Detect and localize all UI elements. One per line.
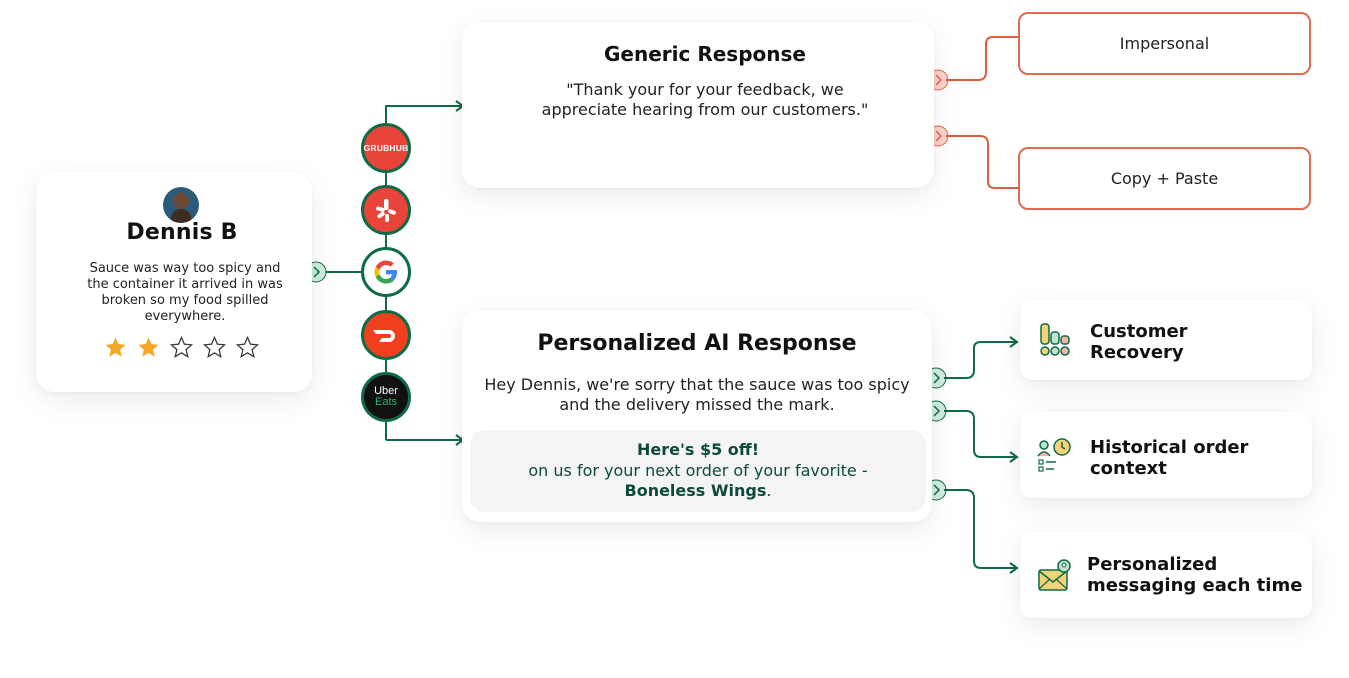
offer-box	[470, 430, 926, 512]
offer-title: Here's $5 off!	[636, 440, 760, 459]
offer-text: Here's $5 off! on us for your next order…	[470, 440, 926, 502]
connector-recovery	[944, 341, 1016, 379]
doordash-logo-icon	[361, 310, 411, 360]
ubereats-label-top: Uber	[374, 385, 398, 397]
star-rating	[104, 336, 259, 359]
generic-response-card	[462, 22, 934, 188]
outcome-impersonal-label: Impersonal	[1119, 34, 1210, 53]
feature-history-line2: context	[1090, 457, 1167, 479]
grubhub-logo-icon: GRUBHUB	[361, 123, 411, 173]
feature-history-label: Historical order context	[1090, 437, 1249, 479]
grubhub-label: GRUBHUB	[363, 143, 409, 153]
generic-response-text: "Thank your for your feedback, we apprec…	[541, 80, 869, 119]
avatar	[163, 187, 199, 223]
outcome-copy-paste-label: Copy + Paste	[1110, 169, 1219, 188]
feature-history-line1: Historical order	[1090, 437, 1249, 458]
connector-impersonal	[946, 36, 1018, 81]
feature-messaging-label: Personalized messaging each time	[1087, 554, 1303, 596]
star-empty-icon	[236, 336, 259, 359]
personalized-response-title: Personalized AI Response	[537, 331, 857, 356]
feature-messaging-line1: Personalized	[1087, 554, 1218, 575]
star-filled-icon	[138, 337, 159, 357]
star-filled-icon	[105, 337, 126, 357]
outcome-copy-paste: Copy + Paste	[1018, 147, 1311, 210]
order-history-icon	[1037, 438, 1071, 472]
outcome-impersonal: Impersonal	[1018, 12, 1311, 75]
yelp-logo-icon	[361, 185, 411, 235]
google-g-icon	[374, 260, 397, 284]
feature-personalized-messaging	[1020, 532, 1312, 618]
ubereats-label-bottom: Eats	[374, 396, 397, 408]
envelope-icon	[1038, 559, 1071, 591]
review-text: Sauce was way too spicy and the containe…	[87, 261, 283, 324]
feature-recovery-line2: Recovery	[1090, 341, 1184, 363]
connector-copy-paste	[946, 135, 1018, 189]
ubereats-logo-icon: Uber Eats	[361, 372, 411, 422]
connector-messaging	[944, 489, 1016, 569]
doordash-dash-icon	[373, 330, 395, 342]
star-empty-icon	[203, 336, 226, 359]
connector-history	[944, 410, 1016, 458]
yelp-burst-icon	[376, 199, 396, 222]
offer-line: on us for your next order of your favori…	[528, 460, 868, 480]
feature-historical-order	[1020, 412, 1312, 498]
feature-messaging-line2: messaging each time	[1087, 574, 1303, 596]
star-empty-icon	[170, 336, 193, 359]
feature-recovery-line1: Customer	[1090, 321, 1188, 342]
offer-item: Boneless Wings	[624, 481, 767, 500]
reviewer-name: Dennis B	[126, 220, 238, 245]
google-logo-icon	[361, 247, 411, 297]
personalized-response-text: Hey Dennis, we're sorry that the sauce w…	[484, 375, 910, 414]
offer-end: .	[766, 481, 772, 500]
bar-chart-icon	[1040, 323, 1070, 356]
generic-response-title: Generic Response	[604, 42, 806, 66]
feature-recovery-label: Customer Recovery	[1090, 321, 1188, 363]
